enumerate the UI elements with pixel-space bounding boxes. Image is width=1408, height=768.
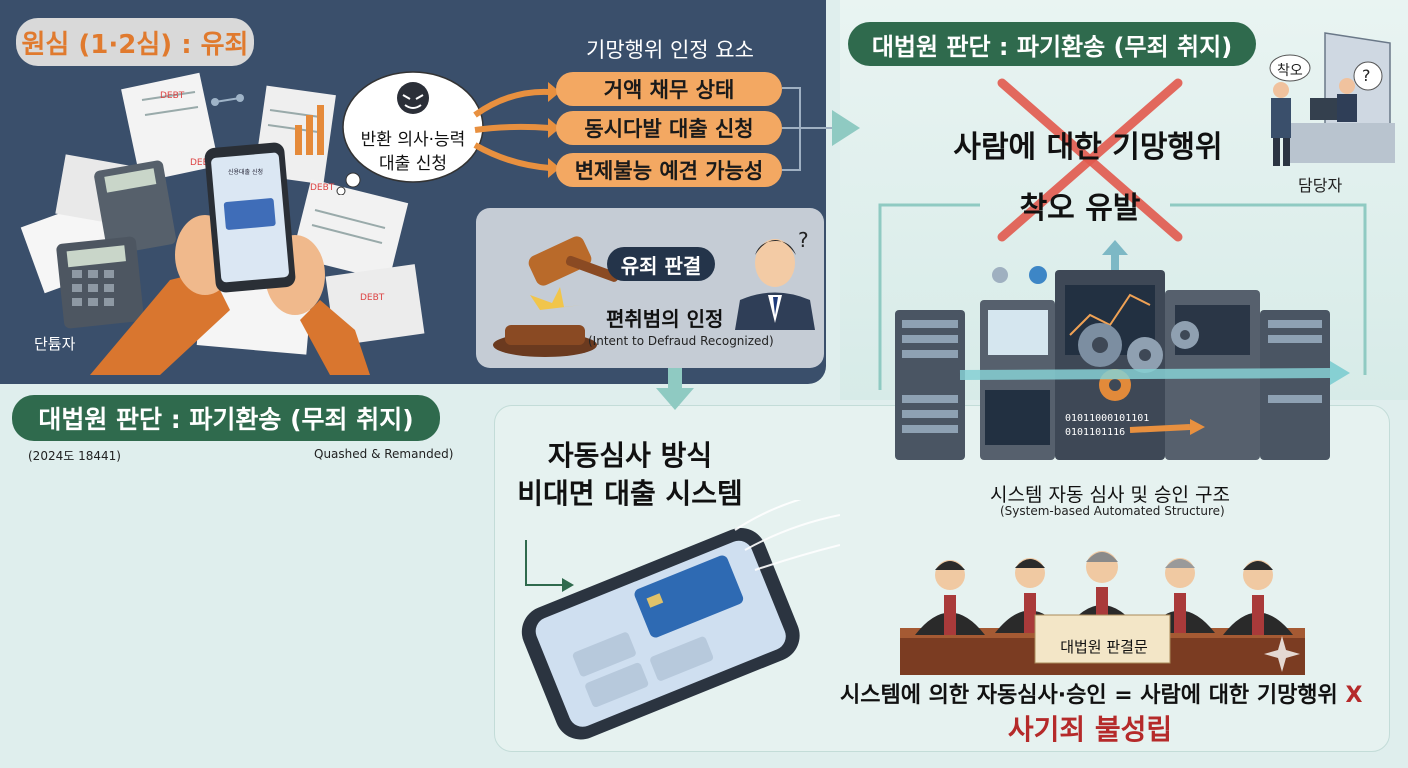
clerk-bubble: 착오 — [1277, 63, 1303, 79]
verdict-text: 편취범의 인정 — [606, 307, 724, 331]
clerk-question: ? — [1362, 66, 1371, 85]
system-english: (System-based Automated Structure) — [1000, 504, 1225, 518]
phone-title-line-2: 비대면 대출 시스템 — [517, 477, 743, 510]
binary-line-2: 0101101116 — [1065, 427, 1125, 438]
conclusion-line: 시스템에 의한 자동심사·승인 = 사람에 대한 기망행위 X — [840, 677, 1362, 709]
element-pill-3: 변제불능 예견 가능성 — [556, 153, 782, 187]
officer-label: 담당자 — [1298, 176, 1343, 195]
arrow-icon — [832, 110, 860, 146]
thought-text: 반환 의사·능력 대출 신청 — [338, 128, 488, 176]
paper-label-2: DEBT — [190, 158, 215, 168]
paper-label-3: DEBT — [310, 183, 335, 193]
arrow-icon — [656, 368, 694, 410]
judges-bench-illustration — [900, 551, 1305, 675]
supreme-court-title-left: 대법원 판단 : 파기환송 (무죄 취지) — [12, 395, 440, 441]
thought-bubble — [336, 71, 484, 195]
server-icon: 01011000101101 0101101116 — [878, 203, 1367, 460]
result-text: 사기죄 불성립 — [1007, 713, 1173, 746]
gear-icon — [992, 266, 1199, 401]
clerk-icon — [1269, 32, 1395, 166]
system-label: 시스템 자동 심사 및 승인 구조 — [990, 484, 1230, 506]
conclusion-text: 시스템에 의한 자동심사·승인 = 사람에 대한 기망행위 — [840, 683, 1338, 708]
crossed-line-1: 사람에 대한 기망행위 — [953, 130, 1223, 165]
phone-icon — [521, 500, 840, 740]
original-verdict-title: 원심 (1·2심) : 유죄 — [16, 18, 254, 66]
phone-title-line-1: 자동심사 방식 — [547, 439, 713, 472]
verdict-label: 유죄 판결 — [607, 247, 715, 281]
phone-title: 자동심사 방식 비대면 대출 시스템 — [500, 437, 760, 513]
paper-label-1: DEBT — [160, 91, 185, 101]
elements-heading: 기망행위 인정 요소 — [586, 38, 754, 62]
x-cross-icon — [997, 78, 1183, 242]
supreme-court-title-top: 대법원 판단 : 파기환송 (무죄 취지) — [848, 22, 1256, 66]
phone-icon — [204, 142, 296, 293]
element-pill-2: 동시다발 대출 신청 — [556, 111, 782, 145]
judge-icon: ? — [735, 228, 815, 330]
binary-line-1: 01011000101101 — [1065, 413, 1149, 424]
thought-line-2: 대출 신청 — [379, 154, 447, 174]
paper-label-4: DEBT — [360, 293, 385, 303]
thought-line-1: 반환 의사·능력 — [360, 130, 466, 150]
verdict-english: (Intent to Defraud Recognized) — [588, 334, 774, 348]
judgment-document: 대법원 판결문 — [1060, 638, 1148, 656]
case-number: (2024도 18441) — [28, 449, 121, 463]
bracket-connector — [782, 87, 860, 171]
phone-screen-text: 신용대출 신청 — [228, 168, 263, 176]
sinister-face-icon — [397, 82, 429, 114]
quashed-english: Quashed & Remanded) — [314, 447, 454, 461]
arrow-icon — [473, 82, 560, 178]
svg-text:?: ? — [798, 228, 809, 252]
crossed-line-2: 착오 유발 — [1019, 191, 1141, 226]
calculator-icon — [56, 160, 176, 329]
gavel-icon — [493, 236, 619, 357]
debtor-illustration: DEBT DEBT DEBT DEBT 신용대출 신청 — [20, 72, 425, 375]
conclusion-x-mark: X — [1345, 683, 1363, 708]
debtor-label: 단튬자 — [34, 335, 76, 353]
sparkle-icon — [1264, 636, 1300, 672]
element-pill-1: 거액 채무 상태 — [556, 72, 782, 106]
